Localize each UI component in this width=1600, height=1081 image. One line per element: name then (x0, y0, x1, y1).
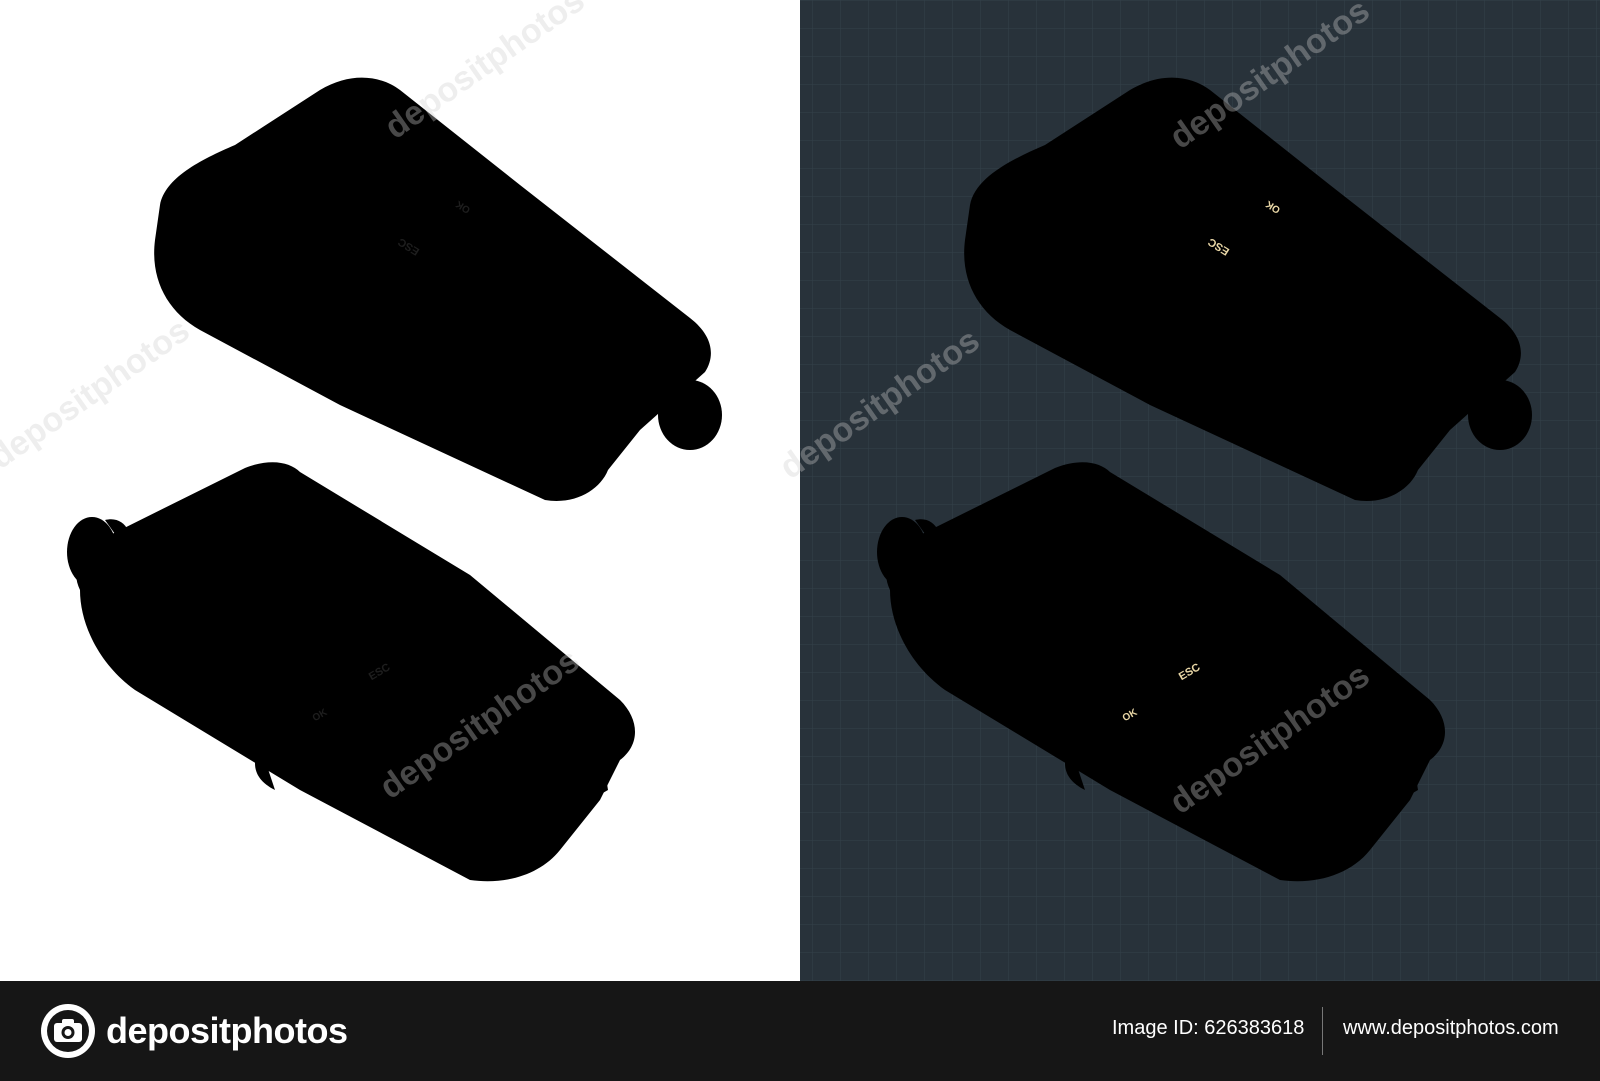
dark-panel: ESC OK ESC OK (800, 0, 1600, 981)
camera-logo-icon (41, 1004, 95, 1058)
brand-logo[interactable]: depositphotos (40, 1003, 348, 1059)
brand-name: depositphotos (106, 1010, 348, 1051)
footer-divider (1322, 1007, 1323, 1055)
image-id: Image ID: 626383618 (1112, 1017, 1305, 1039)
footer-bar: depositphotos Image ID: 626383618 www.de… (0, 981, 1600, 1081)
light-panel: ESC OK ESC OK (0, 0, 800, 981)
website-link[interactable]: www.depositphotos.com (1343, 1017, 1559, 1039)
illustration-area: ESC OK ESC OK ESC OK ESC OK depositphoto… (0, 0, 1600, 981)
